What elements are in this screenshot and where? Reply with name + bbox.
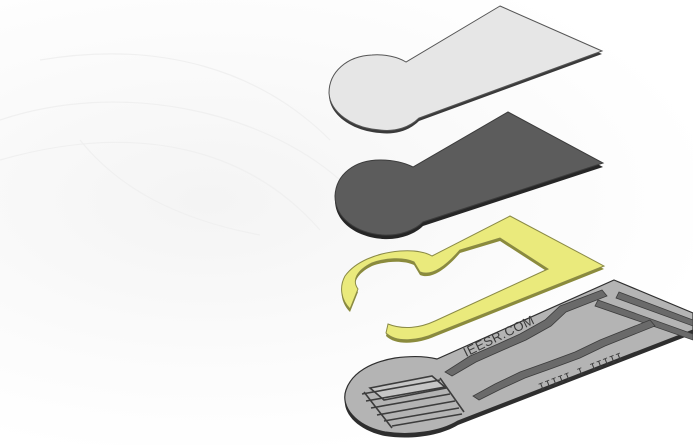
printed-electrode-layer: IEESR.COM IIIII I IIIII — [345, 280, 693, 438]
background-swoosh — [0, 54, 340, 235]
top-cover-layer — [329, 6, 602, 133]
